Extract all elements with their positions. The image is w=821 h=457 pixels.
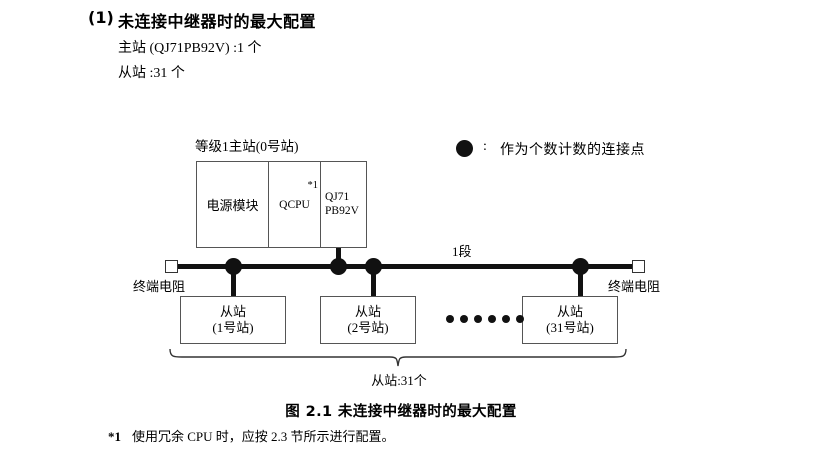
master-module-rack: 电源模块 QCPU *1 QJ71 PB92V <box>196 161 367 248</box>
footnote: *1 使用冗余 CPU 时，应按 2.3 节所示进行配置。 <box>108 426 395 445</box>
terminating-resistor-right-label: 终端电阻 <box>608 279 661 294</box>
legend-colon: : <box>483 139 487 154</box>
terminating-resistor-right-icon <box>632 260 645 273</box>
slave-station-number: (2号站) <box>347 320 389 335</box>
slave-count-label: 从站:31个 <box>0 370 821 389</box>
slave-station-box: 从站 (31号站) <box>522 296 618 344</box>
cpu-module-cell: QCPU *1 <box>269 162 321 247</box>
drop-line-slave-2 <box>371 268 376 296</box>
footnote-text: 使用冗余 CPU 时，应按 2.3 节所示进行配置。 <box>132 429 395 444</box>
figure-caption: 图 2.1 未连接中继器时的最大配置 <box>0 400 821 421</box>
slave-station-name: 从站 <box>354 303 381 319</box>
connection-point-slave-2-icon <box>365 258 382 275</box>
power-module-label: 电源模块 <box>206 198 259 213</box>
ellipsis-dot <box>474 315 482 323</box>
slave-station-number: (31号站) <box>546 320 594 335</box>
slave-count-text: 从站:31个 <box>371 373 427 388</box>
page-title: 未连接中继器时的最大配置 <box>118 12 317 31</box>
cpu-footnote-marker: *1 <box>307 180 319 191</box>
drop-line-slave-31 <box>578 268 583 296</box>
ellipsis-dot <box>488 315 496 323</box>
network-module-label-line2: PB92V <box>325 204 359 217</box>
cpu-module-label: QCPU <box>279 198 310 211</box>
ellipsis-dot <box>446 315 454 323</box>
spec-master-station: 主站 (QJ71PB92V) :1 个 <box>118 41 262 56</box>
terminating-resistor-left-label: 终端电阻 <box>133 279 186 294</box>
ellipsis-dots <box>446 315 524 323</box>
connection-point-master-icon <box>330 258 347 275</box>
spec-slave-station: 从站 :31 个 <box>118 66 185 81</box>
slave-station-box: 从站 (2号站) <box>320 296 416 344</box>
connection-point-slave-31-icon <box>572 258 589 275</box>
slave-station-box: 从站 (1号站) <box>180 296 286 344</box>
power-module-cell: 电源模块 <box>197 162 269 247</box>
legend-label: 作为个数计数的连接点 <box>500 143 645 158</box>
ellipsis-dot <box>460 315 468 323</box>
slave-station-number: (1号站) <box>212 320 254 335</box>
terminating-resistor-left-icon <box>165 260 178 273</box>
legend-filled-circle-icon <box>456 140 473 157</box>
connection-point-slave-1-icon <box>225 258 242 275</box>
network-module-label-line1: QJ71 <box>325 191 350 204</box>
slave-station-name: 从站 <box>556 303 583 319</box>
slave-count-brace <box>168 348 628 373</box>
footnote-marker: *1 <box>108 429 121 444</box>
network-module-cell: QJ71 PB92V <box>321 162 366 247</box>
slave-station-name: 从站 <box>219 303 246 319</box>
ellipsis-dot <box>516 315 524 323</box>
drop-line-slave-1 <box>231 268 236 296</box>
heading-number: (1) <box>88 8 114 27</box>
figure-caption-text: 图 2.1 未连接中继器时的最大配置 <box>285 404 517 420</box>
fieldbus-trunk-line <box>172 264 638 269</box>
ellipsis-dot <box>502 315 510 323</box>
master-station-label: 等级1主站(0号站) <box>195 139 299 154</box>
segment-label: 1段 <box>452 244 472 259</box>
